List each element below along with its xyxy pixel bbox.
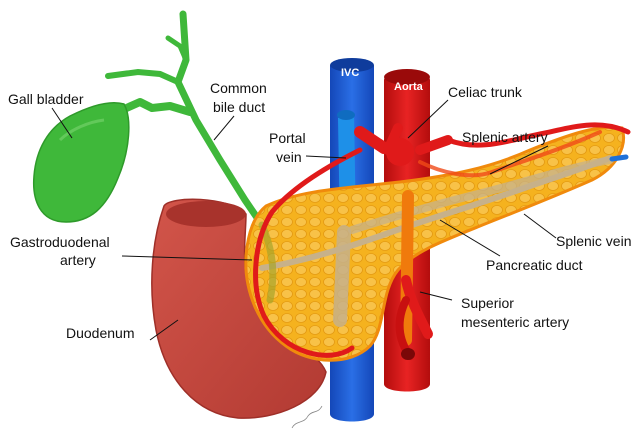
superior-mesenteric-artery-label-1: Superior bbox=[461, 295, 514, 311]
duodenum-label: Duodenum bbox=[66, 325, 135, 341]
hepatic-duct-branch-left bbox=[108, 72, 178, 82]
common-bile-duct-label-2: bile duct bbox=[213, 99, 265, 115]
portal-vein-label-1: Portal bbox=[269, 130, 306, 146]
artist-signature bbox=[292, 406, 322, 428]
splenic-vein-label: Splenic vein bbox=[556, 233, 632, 249]
common-bile-duct-shape bbox=[178, 14, 262, 225]
pancreatic-duct-label: Pancreatic duct bbox=[486, 257, 583, 273]
ivc-label: IVC bbox=[341, 67, 359, 79]
superior-mesenteric-artery-label-2: mesenteric artery bbox=[461, 314, 569, 330]
celiac-trunk-label: Celiac trunk bbox=[448, 84, 523, 100]
common-bile-duct-label-1: Common bbox=[210, 80, 267, 96]
gastroduodenal-artery-label-2: artery bbox=[60, 252, 96, 268]
splenic-artery-label: Splenic artery bbox=[462, 129, 548, 145]
splenic-vein-end bbox=[612, 157, 626, 159]
gall-bladder-label: Gall bladder bbox=[8, 91, 84, 107]
cystic-duct-shape bbox=[122, 102, 190, 112]
portal-vein-through-pancreas bbox=[340, 232, 344, 320]
aorta-label: Aorta bbox=[394, 81, 424, 93]
gall-bladder-shape bbox=[34, 103, 129, 222]
gastroduodenal-artery-label-1: Gastroduodenal bbox=[10, 234, 110, 250]
biliary-tree bbox=[34, 14, 262, 225]
portal-vein-label-2: vein bbox=[276, 149, 302, 165]
